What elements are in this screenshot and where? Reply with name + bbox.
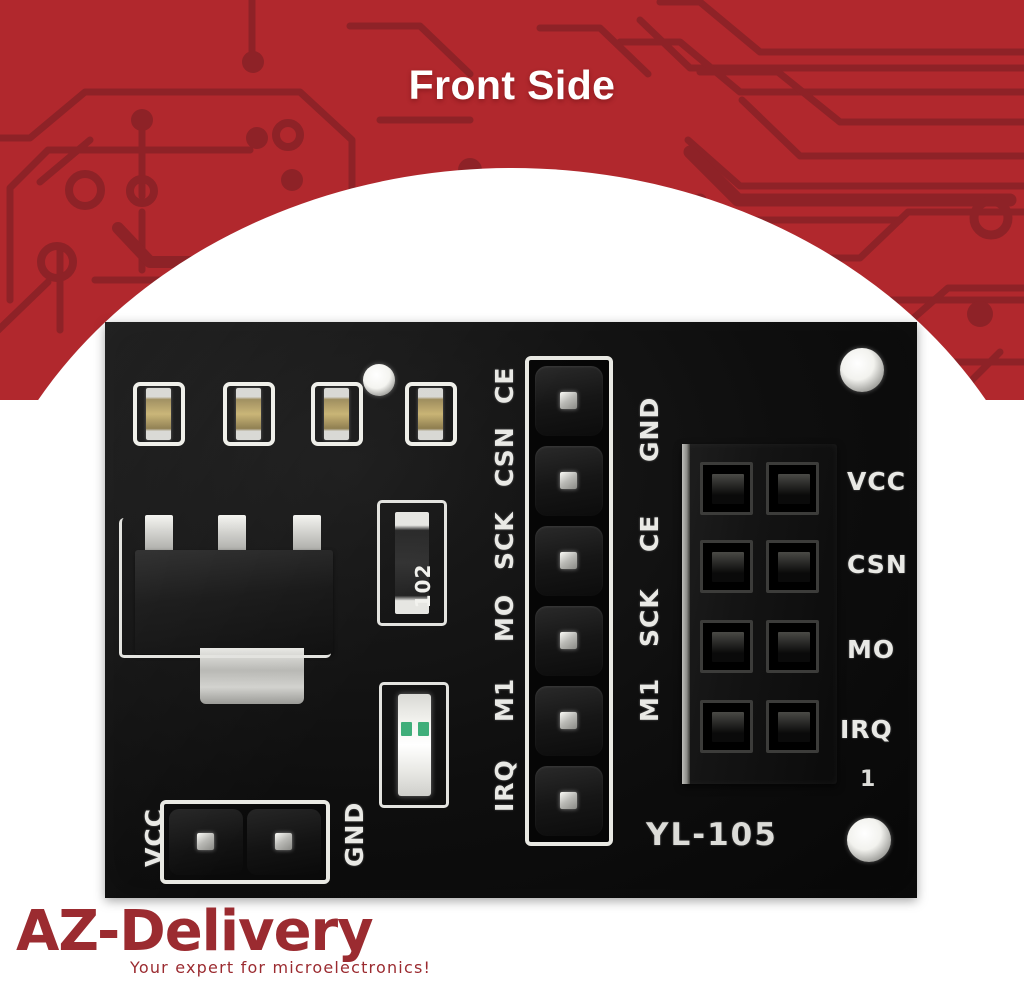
pin-header-6-cell-2[interactable] [535, 446, 603, 516]
silk-label-irq-hdr: IRQ [840, 715, 893, 744]
contact [778, 474, 810, 504]
contact [712, 632, 744, 662]
box-header-hole-1-2[interactable] [766, 462, 819, 515]
logo-tagline: Your expert for microelectronics! [130, 958, 432, 977]
box-header-hole-3-1[interactable] [700, 620, 753, 673]
pin-1 [560, 392, 577, 409]
pcb-board: 102 CE CSN SCK MO M1 IRQ GND CE SCK M1 [105, 322, 917, 898]
box-header-hole-4-2[interactable] [766, 700, 819, 753]
status-led [398, 694, 431, 796]
logo-wordmark: AZ-Delivery [16, 899, 374, 964]
power-header-cell-gnd[interactable] [247, 809, 321, 875]
pin-1-marker: 1 [860, 767, 876, 792]
pin-header-6-cell-3[interactable] [535, 526, 603, 596]
cap-frame-2 [223, 382, 275, 446]
box-header-hole-1-1[interactable] [700, 462, 753, 515]
pin-header-6-cell-6[interactable] [535, 766, 603, 836]
box-header-hole-2-1[interactable] [700, 540, 753, 593]
pin-3 [560, 552, 577, 569]
silk-label-mo: MO [490, 593, 519, 642]
contact [778, 632, 810, 662]
box-header-hole-3-2[interactable] [766, 620, 819, 673]
pin-5 [560, 712, 577, 729]
mounting-hole-top-small [363, 364, 395, 396]
resistor-value-label: 102 [411, 563, 435, 609]
capacitor-4 [418, 388, 443, 440]
capacitor-1 [146, 388, 171, 440]
silk-label-m1: M1 [490, 677, 519, 722]
pin-gnd [275, 833, 292, 850]
pin-header-6-cell-5[interactable] [535, 686, 603, 756]
mounting-hole-bottom-right [847, 818, 891, 862]
silk-label-vcc-hdr: VCC [847, 467, 907, 496]
silk-label-csn-hdr: CSN [847, 550, 908, 579]
contact [712, 474, 744, 504]
contact [778, 712, 810, 742]
contact [778, 552, 810, 582]
silk-label-csn: CSN [490, 426, 519, 487]
cap-frame-1 [133, 382, 185, 446]
page-title: Front Side [408, 62, 616, 108]
silk-label-ce: CE [490, 366, 519, 404]
silk-label-sck: SCK [490, 511, 519, 570]
box-header-2x4[interactable] [682, 444, 837, 784]
power-header-2pin[interactable] [160, 800, 330, 884]
contact [712, 552, 744, 582]
resistor-102 [395, 512, 429, 614]
cap-frame-3 [311, 382, 363, 446]
mounting-hole-top-right [840, 348, 884, 392]
pin-header-6[interactable] [525, 356, 613, 846]
pin-vcc [197, 833, 214, 850]
regulator-silk-outline [119, 518, 331, 658]
silk-label-irq: IRQ [490, 759, 519, 812]
cap-frame-4 [405, 382, 457, 446]
capacitor-3 [324, 388, 349, 440]
box-header-hole-2-2[interactable] [766, 540, 819, 593]
power-header-cell-vcc[interactable] [169, 809, 243, 875]
voltage-regulator [135, 550, 333, 654]
resistor-silk-outline [377, 500, 447, 626]
board-marking: YL-105 [646, 817, 778, 853]
box-header-hole-4-1[interactable] [700, 700, 753, 753]
contact [712, 712, 744, 742]
pin-4 [560, 632, 577, 649]
led-silk-outline [379, 682, 449, 808]
silk-label-gnd-hdr: GND [635, 396, 664, 462]
silk-label-mo-hdr: MO [847, 635, 896, 664]
pin-header-6-cell-1[interactable] [535, 366, 603, 436]
pin-2 [560, 472, 577, 489]
led-green-chip-right [418, 722, 429, 736]
az-delivery-logo: AZ-Delivery Your expert for microelectro… [16, 899, 430, 978]
led-green-chip-left [401, 722, 412, 736]
silk-label-m1-hdr: M1 [635, 677, 664, 722]
box-header-keying-edge [682, 444, 690, 784]
silk-label-sck-hdr: SCK [635, 588, 664, 647]
footer-branding: AZ-Delivery Your expert for microelectro… [0, 900, 1024, 992]
silk-label-gnd-power: GND [340, 801, 369, 867]
silk-label-ce-hdr: CE [635, 514, 664, 552]
capacitor-2 [236, 388, 261, 440]
pin-6 [560, 792, 577, 809]
pin-header-6-cell-4[interactable] [535, 606, 603, 676]
